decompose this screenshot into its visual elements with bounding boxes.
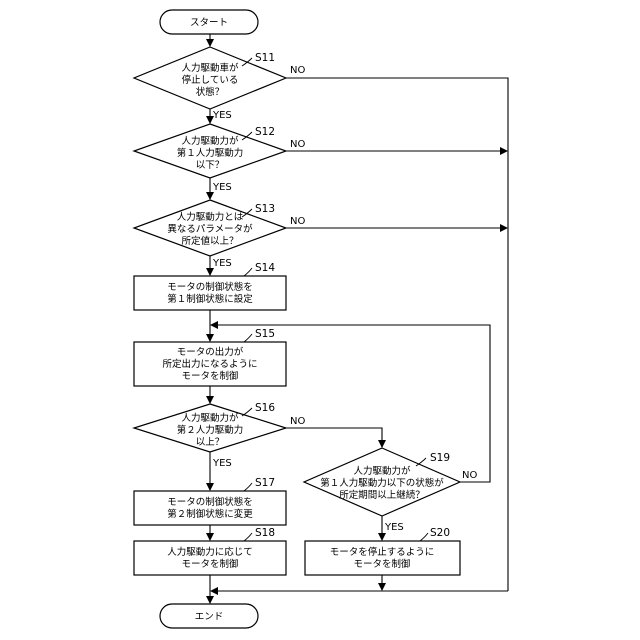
s11-no-label: NO bbox=[290, 65, 305, 76]
s20-text-line: モータを停止するように bbox=[330, 546, 435, 558]
s15-text-line: モータを制御 bbox=[181, 370, 238, 382]
s15-leader bbox=[244, 334, 252, 342]
s15-step-label: S15 bbox=[255, 328, 275, 340]
s16-text-line: 以上？ bbox=[196, 437, 225, 448]
s20-leader bbox=[420, 533, 428, 541]
s14-step-label: S14 bbox=[255, 262, 275, 274]
s14-text-line: 第１制御状態に設定 bbox=[167, 293, 253, 305]
s18-step-label: S18 bbox=[255, 527, 275, 539]
s16-step-label: S16 bbox=[255, 402, 275, 414]
s13-no-label: NO bbox=[290, 216, 305, 227]
s19-yes-label: YES bbox=[384, 522, 404, 533]
s19-step-label: S19 bbox=[430, 452, 450, 464]
s12-no-label: NO bbox=[290, 139, 305, 150]
s17-leader bbox=[244, 483, 252, 491]
s16-leader bbox=[242, 408, 252, 416]
s15-text-line: 所定出力になるように bbox=[162, 358, 257, 370]
s17-text-line: モータの制御状態を bbox=[167, 496, 253, 508]
s17-text-line: 第２制御状態に変更 bbox=[167, 508, 253, 520]
s11-yes-label: YES bbox=[212, 110, 232, 121]
s17-step-label: S17 bbox=[255, 477, 275, 489]
s13-step-label: S13 bbox=[255, 203, 275, 215]
s13-text-line: 異なるパラメータが bbox=[167, 223, 253, 235]
s11-text-line: 状態？ bbox=[196, 86, 225, 98]
s18-text-line: モータを制御 bbox=[181, 558, 238, 570]
s11-text-line: 停止している bbox=[182, 74, 239, 86]
s18-text-line: 人力駆動力に応じて bbox=[167, 546, 253, 558]
s19-text-line: 第１人力駆動力以下の状態が bbox=[320, 477, 444, 489]
s16-no-label: NO bbox=[290, 416, 305, 427]
s20-text-line: モータを制御 bbox=[353, 558, 410, 570]
s19-no-label: NO bbox=[462, 470, 477, 481]
s14-leader bbox=[244, 268, 252, 276]
s11-text-line: 人力駆動車が bbox=[181, 62, 239, 74]
s11-step-label: S11 bbox=[255, 52, 275, 64]
s12-step-label: S12 bbox=[255, 126, 275, 138]
s20-step-label: S20 bbox=[430, 527, 450, 539]
s15-text-line: モータの出力が bbox=[177, 346, 244, 358]
s12-text-line: 以下？ bbox=[196, 160, 225, 171]
start-label: スタート bbox=[190, 18, 228, 29]
s12-yes-label: YES bbox=[212, 182, 232, 193]
s13-text-line: 人力駆動力とは bbox=[177, 211, 244, 223]
s19-text-line: 人力駆動力が bbox=[353, 465, 411, 477]
end-label: エンド bbox=[195, 612, 224, 623]
s19-text-line: 所定期間以上継続？ bbox=[339, 489, 425, 501]
s18-leader bbox=[244, 533, 252, 541]
s14-text-line: モータの制御状態を bbox=[167, 281, 253, 293]
s16-yes-label: YES bbox=[212, 458, 232, 469]
s13-text-line: 所定値以上？ bbox=[181, 235, 238, 247]
s12-text-line: 第１人力駆動力 bbox=[177, 147, 244, 159]
s16-text-line: 第２人力駆動力 bbox=[177, 424, 244, 436]
s13-yes-label: YES bbox=[212, 258, 232, 269]
connector-s16-no bbox=[286, 428, 382, 447]
s16-text-line: 人力駆動力が bbox=[181, 412, 239, 424]
s12-text-line: 人力駆動力が bbox=[181, 135, 239, 147]
connector-s11-no bbox=[286, 78, 508, 591]
